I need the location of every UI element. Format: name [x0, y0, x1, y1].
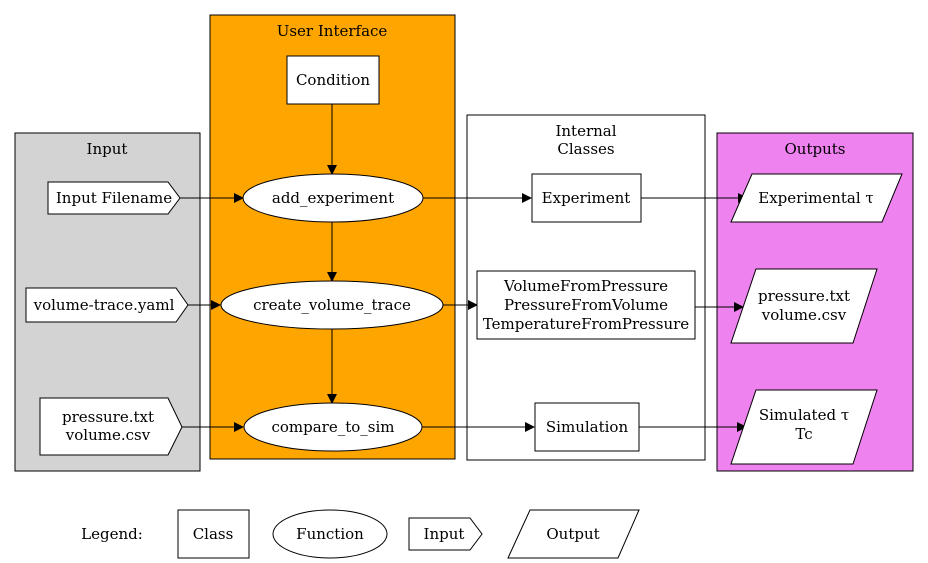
volume-from-pressure-label: VolumeFromPressure [503, 277, 668, 295]
experiment-label: Experiment [542, 189, 631, 207]
legend-output-label: Output [546, 525, 599, 543]
pressure-from-volume-label: PressureFromVolume [504, 296, 668, 314]
experimental-tau-label: Experimental τ [758, 189, 873, 207]
input-node-volume-trace: volume-trace.yaml [25, 287, 189, 323]
condition-label: Condition [296, 71, 370, 89]
edges [180, 104, 748, 432]
legend-input-label: Input [424, 525, 465, 543]
experiment-class-node: Experiment [531, 173, 642, 223]
compare-to-sim-function-node: compare_to_sim [243, 402, 423, 452]
temperature-from-pressure-label: TemperatureFromPressure [483, 315, 689, 333]
condition-class-node: Condition [286, 55, 380, 105]
volume-trace-label: volume-trace.yaml [33, 296, 175, 314]
input-pressure-label: pressure.txt [62, 408, 154, 426]
simulation-class-node: Simulation [534, 402, 640, 452]
compare-to-sim-label: compare_to_sim [271, 418, 394, 436]
volume-classes-node: VolumeFromPressure PressureFromVolume Te… [476, 270, 696, 340]
create-volume-trace-function-node: create_volume_trace [220, 280, 444, 330]
output-volume-label: volume.csv [761, 306, 847, 324]
output-pressure-label: pressure.txt [758, 287, 850, 305]
tc-label: Tc [795, 425, 812, 443]
experimental-tau-output-node: Experimental τ [730, 173, 903, 223]
simulated-tau-label: Simulated τ [759, 406, 849, 424]
simulation-label: Simulation [546, 418, 629, 436]
add-experiment-label: add_experiment [272, 189, 394, 207]
internal-cluster-label-line2: Classes [557, 140, 614, 158]
create-volume-trace-label: create_volume_trace [253, 296, 411, 314]
add-experiment-function-node: add_experiment [242, 173, 424, 223]
input-filename-label: Input Filename [56, 189, 172, 207]
simulated-tau-output-node: Simulated τ Tc [730, 389, 878, 465]
input-volume-label: volume.csv [65, 426, 151, 444]
internal-cluster-label-line1: Internal [555, 122, 616, 140]
legend-class-node: Class [177, 509, 250, 559]
legend-output-node: Output [507, 509, 640, 559]
legend-class-label: Class [193, 525, 234, 543]
input-cluster-label: Input [87, 140, 128, 158]
legend-title: Legend: [81, 525, 143, 543]
legend-function-node: Function [272, 509, 388, 559]
ui-cluster-label: User Interface [277, 22, 388, 40]
pressure-volume-output-node: pressure.txt volume.csv [730, 268, 878, 344]
legend: Legend: Class Function Input Output [81, 509, 640, 559]
outputs-cluster-label: Outputs [785, 140, 846, 158]
legend-function-label: Function [296, 525, 364, 543]
input-node-filename: Input Filename [47, 181, 181, 215]
legend-input-node: Input [408, 517, 483, 551]
input-node-pressure-volume: pressure.txt volume.csv [39, 397, 183, 456]
